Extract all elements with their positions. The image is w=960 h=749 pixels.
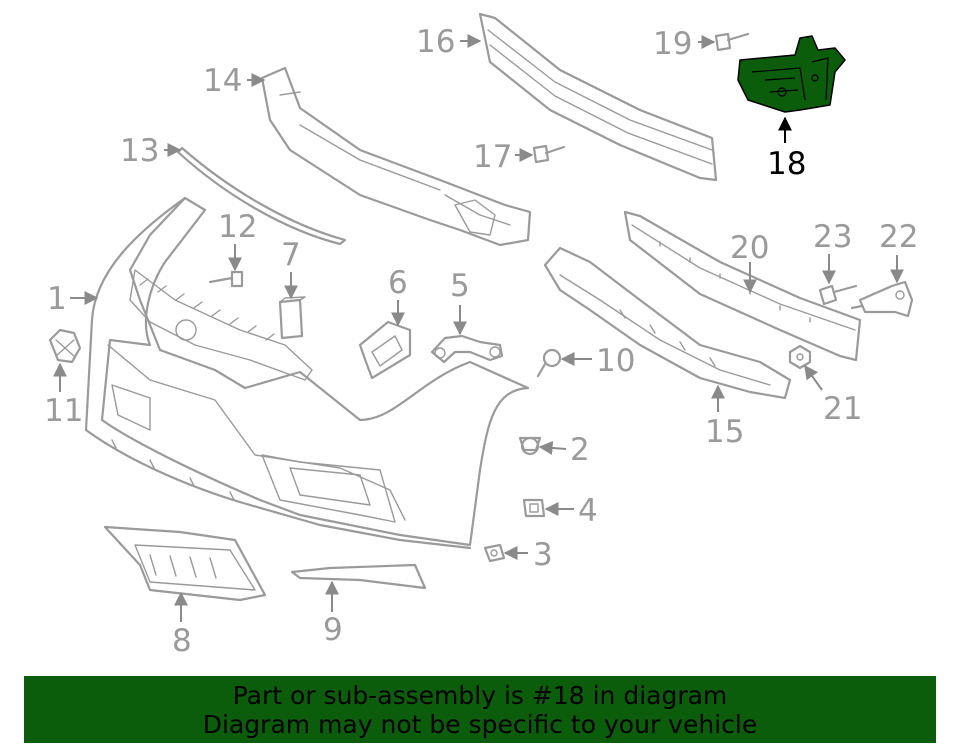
callout-10: 10 bbox=[596, 343, 635, 379]
part-2-clip bbox=[518, 436, 542, 456]
part-21-nut bbox=[788, 344, 812, 370]
banner-line-1: Part or sub-assembly is #18 in diagram bbox=[232, 680, 728, 710]
callout-17: 17 bbox=[473, 139, 512, 175]
part-12-bolt bbox=[208, 270, 244, 288]
part-22-bracket bbox=[850, 280, 914, 318]
callout-20: 20 bbox=[730, 230, 769, 266]
part-4-nut bbox=[522, 498, 546, 518]
callout-6: 6 bbox=[388, 265, 408, 301]
part-18-bracket-highlighted bbox=[737, 35, 846, 113]
callout-19: 19 bbox=[653, 26, 692, 62]
callout-14: 14 bbox=[203, 63, 242, 99]
callout-4: 4 bbox=[578, 493, 598, 529]
callout-11: 11 bbox=[44, 393, 83, 429]
part-5-bracket bbox=[430, 334, 504, 364]
callout-21: 21 bbox=[823, 391, 862, 427]
leader-lines bbox=[53, 34, 904, 622]
part-7-block bbox=[278, 296, 306, 340]
callout-5: 5 bbox=[450, 268, 470, 304]
part-17-bolt bbox=[532, 144, 566, 164]
part-9-trim bbox=[290, 563, 427, 590]
banner-line-2: Diagram may not be specific to your vehi… bbox=[202, 709, 758, 739]
callout-13: 13 bbox=[120, 133, 159, 169]
callout-12: 12 bbox=[218, 209, 257, 245]
callout-22: 22 bbox=[879, 219, 918, 255]
part-19-bolt bbox=[714, 32, 750, 52]
callout-2: 2 bbox=[570, 432, 590, 468]
callout-18-highlighted: 18 bbox=[767, 146, 806, 182]
callout-16: 16 bbox=[416, 24, 455, 60]
part-13-strip bbox=[176, 146, 347, 246]
part-20-bar bbox=[623, 210, 862, 362]
part-8-lower-grille bbox=[103, 525, 267, 602]
part-10-screw bbox=[536, 348, 562, 378]
callout-8: 8 bbox=[172, 623, 192, 659]
part-3-clip bbox=[483, 543, 506, 563]
info-banner: Part or sub-assembly is #18 in diagram D… bbox=[24, 676, 936, 743]
callout-9: 9 bbox=[323, 612, 343, 648]
callout-3: 3 bbox=[533, 537, 553, 573]
part-6-bracket bbox=[358, 320, 412, 380]
part-1-bumper-cover bbox=[84, 196, 530, 550]
parts-diagram: 1 2 3 4 5 6 7 8 9 10 11 12 13 14 15 16 1… bbox=[44, 12, 918, 659]
callout-1: 1 bbox=[47, 281, 67, 317]
callout-15: 15 bbox=[705, 414, 744, 450]
callout-labels: 1 2 3 4 5 6 7 8 9 10 11 12 13 14 15 16 1… bbox=[44, 24, 918, 659]
part-15-absorber bbox=[543, 246, 792, 400]
part-14-absorber bbox=[260, 66, 532, 247]
part-16-absorber bbox=[478, 12, 718, 182]
part-11-emblem bbox=[48, 328, 82, 364]
callout-23: 23 bbox=[813, 219, 852, 255]
callout-7: 7 bbox=[281, 237, 301, 273]
part-23-bolt bbox=[818, 284, 858, 306]
